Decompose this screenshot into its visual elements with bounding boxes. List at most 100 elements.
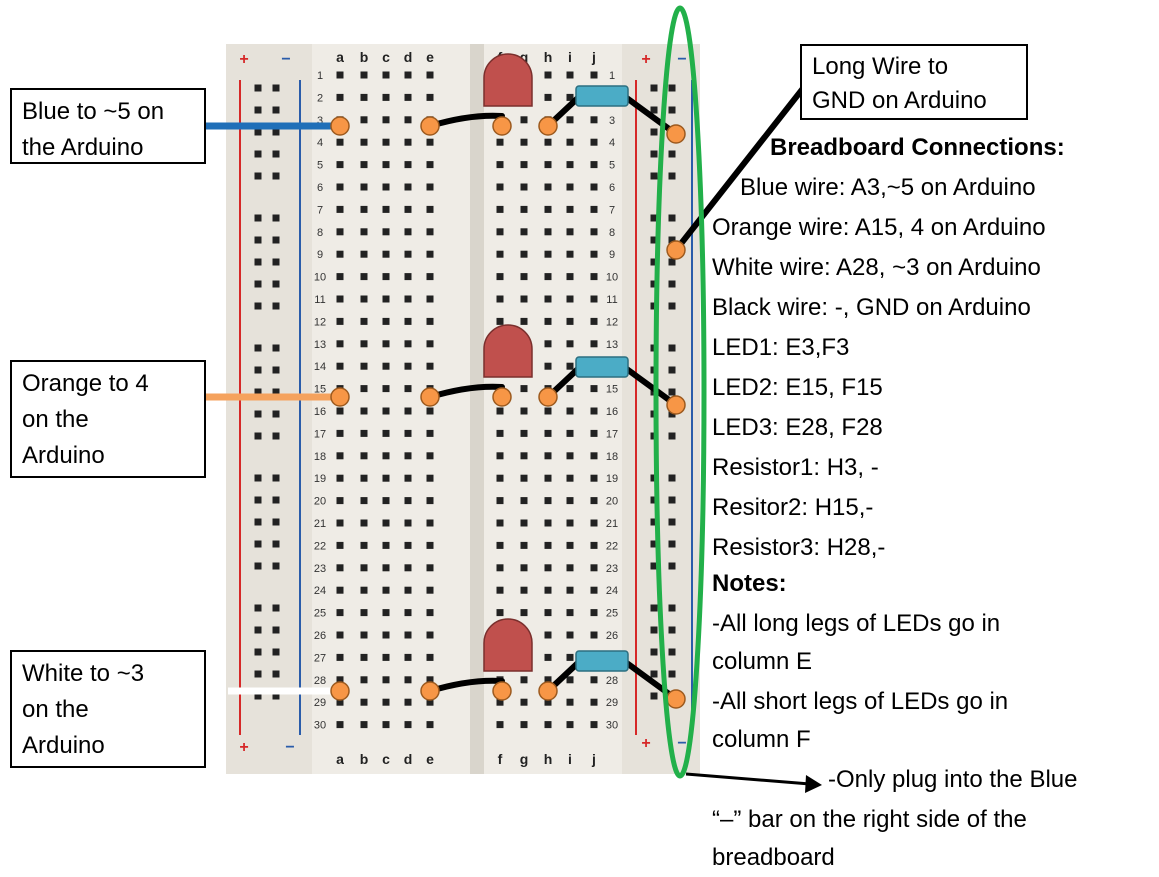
note-line: -All long legs of LEDs go in — [712, 610, 1001, 637]
rail-hole — [668, 410, 676, 418]
row-number-right: 18 — [606, 451, 618, 463]
hole — [426, 93, 434, 101]
hole — [382, 250, 390, 258]
hole — [544, 340, 552, 348]
row-number-right: 23 — [606, 563, 618, 575]
hole — [426, 676, 434, 684]
hole — [336, 452, 344, 460]
hole — [520, 676, 528, 684]
hole — [360, 676, 368, 684]
note-line: column E — [712, 648, 813, 675]
row-number-right: 1 — [609, 70, 615, 82]
rail-hole — [650, 128, 658, 136]
hole — [566, 631, 574, 639]
rail-hole — [254, 150, 262, 158]
column-letter-top: h — [544, 49, 553, 65]
rail-hole — [254, 106, 262, 114]
hole — [496, 205, 504, 213]
hole — [590, 317, 598, 325]
hole — [590, 295, 598, 303]
hole — [544, 564, 552, 572]
connection-line: Black wire: -, GND on Arduino — [712, 294, 1031, 321]
hole — [404, 317, 412, 325]
rail-hole — [254, 604, 262, 612]
hole — [544, 541, 552, 549]
callout-blue-wire: Blue to ~5 on the Arduino — [10, 88, 206, 164]
connection-point — [330, 387, 350, 407]
hole — [544, 497, 552, 505]
hole — [496, 497, 504, 505]
hole — [566, 564, 574, 572]
rail-hole — [650, 84, 658, 92]
hole — [426, 250, 434, 258]
hole — [426, 407, 434, 415]
column-letter-top: b — [360, 49, 369, 65]
row-number-left: 18 — [314, 451, 326, 463]
hole — [336, 138, 344, 146]
rail-hole — [668, 150, 676, 158]
column-letter-top: j — [591, 49, 596, 65]
hole — [496, 721, 504, 729]
hole — [426, 631, 434, 639]
row-number-left: 22 — [314, 540, 326, 552]
hole — [360, 631, 368, 639]
connection-point — [420, 681, 440, 701]
rail-hole — [650, 604, 658, 612]
rail-hole — [650, 648, 658, 656]
column-letter-bottom: h — [544, 751, 553, 767]
hole — [520, 138, 528, 146]
plus-sign-label: + — [239, 739, 248, 756]
row-number-left: 10 — [314, 272, 326, 284]
hole — [382, 452, 390, 460]
breadboard: +−+−+−+−11223344556677889910101111121213… — [226, 44, 700, 774]
row-number-left: 12 — [314, 316, 326, 328]
rail-hole — [254, 172, 262, 180]
hole — [520, 474, 528, 482]
rail-hole — [254, 84, 262, 92]
rail-hole — [254, 388, 262, 396]
hole — [496, 452, 504, 460]
hole — [544, 138, 552, 146]
hole — [566, 250, 574, 258]
hole — [360, 183, 368, 191]
rail-hole — [668, 84, 676, 92]
hole — [404, 564, 412, 572]
row-number-right: 21 — [606, 518, 618, 530]
hole — [336, 340, 344, 348]
connection-line: LED3: E28, F28 — [712, 414, 883, 441]
rail-hole — [254, 280, 262, 288]
hole — [382, 541, 390, 549]
hole — [544, 474, 552, 482]
rail-hole — [272, 410, 280, 418]
rail-hole — [272, 692, 280, 700]
plus-sign-label: + — [239, 51, 248, 68]
hole — [360, 295, 368, 303]
hole — [544, 631, 552, 639]
hole — [336, 362, 344, 370]
hole — [360, 385, 368, 393]
hole — [336, 205, 344, 213]
column-letter-top: c — [382, 49, 390, 65]
hole — [544, 653, 552, 661]
connection-line: LED2: E15, F15 — [712, 374, 883, 401]
rail-hole — [254, 496, 262, 504]
hole — [520, 698, 528, 706]
row-number-left: 13 — [314, 339, 326, 351]
column-letter-bottom: d — [404, 751, 413, 767]
hole — [404, 407, 412, 415]
hole — [426, 71, 434, 79]
connection-point — [330, 681, 350, 701]
hole — [336, 295, 344, 303]
rail-hole — [254, 410, 262, 418]
components — [206, 5, 822, 793]
rail-hole — [254, 692, 262, 700]
hole — [520, 721, 528, 729]
hole — [382, 609, 390, 617]
hole — [382, 564, 390, 572]
row-number-right: 8 — [609, 227, 615, 239]
hole — [336, 676, 344, 684]
rail-hole — [668, 302, 676, 310]
hole — [544, 676, 552, 684]
hole — [360, 362, 368, 370]
resistor-3 — [575, 650, 629, 672]
